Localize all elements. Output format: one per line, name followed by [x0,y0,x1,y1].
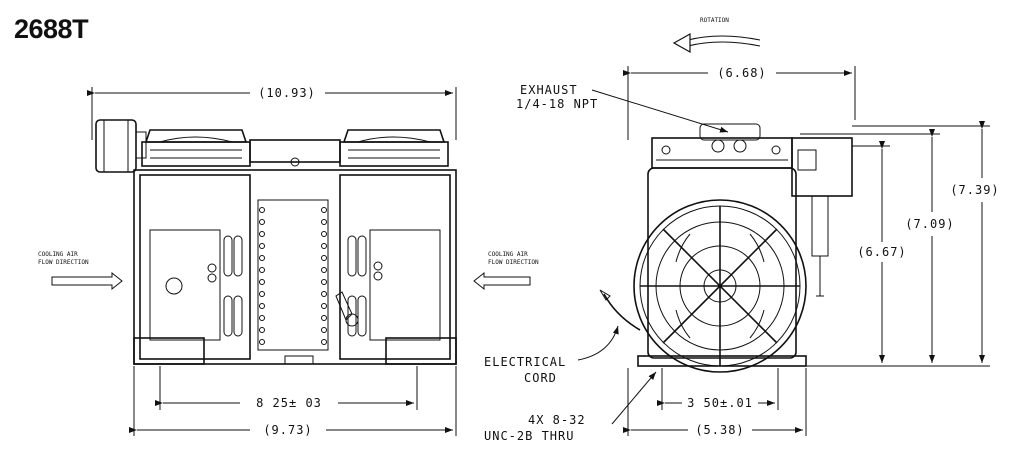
dim-side-mount: 3 50±.01 [657,368,779,410]
dim-side-mount-label: 3 50±.01 [687,396,753,410]
svg-text:FLOW DIRECTION: FLOW DIRECTION [38,259,89,266]
dim-front-overall: (10.93) [87,86,457,140]
head-crossover [249,139,341,163]
dim-front-mount-label: 8 25± 03 [256,396,322,410]
rotation-arrow-icon [672,32,691,54]
svg-text:ELECTRICAL: ELECTRICAL [484,355,566,369]
conduit-box [95,119,147,173]
model-title: 2688T [14,14,89,44]
side-view: ROTATION (6.68) EXHAUST 1/4-18 NPT [484,17,999,443]
svg-text:CORD: CORD [524,371,557,385]
right-head [339,129,449,167]
exhaust-callout: EXHAUST 1/4-18 NPT [516,83,729,133]
svg-text:1/4-18 NPT: 1/4-18 NPT [516,97,598,111]
svg-text:4X 8-32: 4X 8-32 [528,413,586,427]
cord-callout: ELECTRICAL CORD [484,325,619,385]
dim-front-overall-label: (10.93) [258,86,316,100]
dim-front-mount: 8 25± 03 [155,366,418,410]
svg-text:EXHAUST: EXHAUST [520,83,578,97]
rotation-label: ROTATION [700,17,729,24]
dim-height-motor-label: (7.09) [905,217,954,231]
airflow-right: COOLING AIR FLOW DIRECTION [473,251,539,291]
front-body [133,169,457,365]
dim-side-base-label: (5.38) [695,423,744,437]
electrical-cord [599,289,641,331]
fan-spokes [640,206,800,366]
rotation-indicator: ROTATION [672,17,761,54]
dim-front-base: (9.73) [129,366,457,437]
dim-side-overall-label: (6.68) [717,66,766,80]
dim-front-base-label: (9.73) [263,423,312,437]
airflow-left: COOLING AIR FLOW DIRECTION [38,251,123,291]
airflow-left-arrow-icon [51,271,123,291]
front-fins [259,207,327,345]
svg-text:COOLING AIR: COOLING AIR [488,251,528,258]
side-junction-box [791,125,960,297]
dim-height-head-label: (6.67) [857,245,906,259]
svg-text:UNC-2B THRU: UNC-2B THRU [484,429,574,443]
holes-callout: 4X 8-32 UNC-2B THRU [484,371,657,443]
svg-text:FLOW DIRECTION: FLOW DIRECTION [488,259,539,266]
dim-side-overall: (6.68) [623,66,856,140]
left-head [141,129,251,167]
front-view: (10.93) [38,86,539,437]
height-dimensions: (7.39) (7.09) (6.67) [800,121,999,367]
dim-height-overall-label: (7.39) [950,183,999,197]
svg-text:COOLING AIR: COOLING AIR [38,251,78,258]
airflow-right-arrow-icon [473,271,531,291]
motor-housing [633,167,807,373]
dim-side-base: (5.38) [623,368,807,437]
